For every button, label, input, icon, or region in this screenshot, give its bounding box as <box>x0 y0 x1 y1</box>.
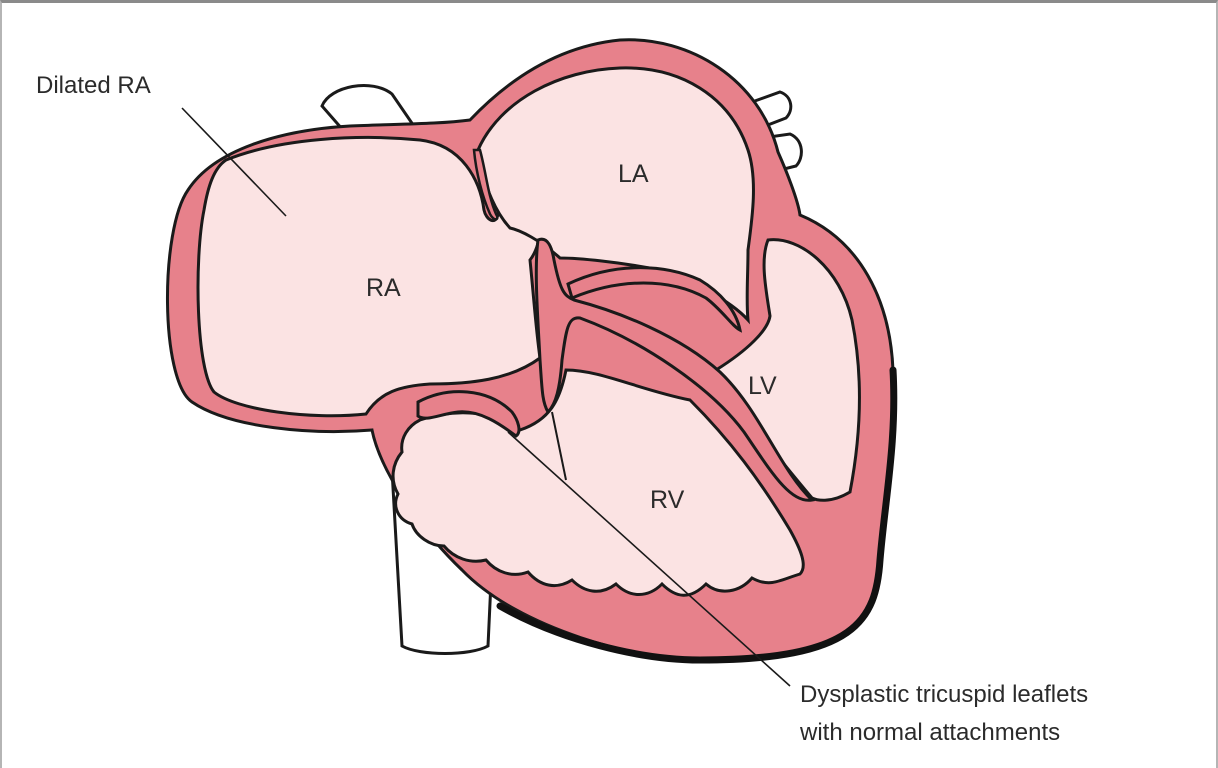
label-la: LA <box>618 160 649 188</box>
label-dysplastic-line1: Dysplastic tricuspid leaflets <box>800 681 1088 708</box>
label-dilated-ra: Dilated RA <box>36 72 151 99</box>
label-lv: LV <box>748 372 777 400</box>
label-rv: RV <box>650 486 685 514</box>
label-dysplastic-line2: with normal attachments <box>799 719 1060 746</box>
label-ra: RA <box>366 274 401 302</box>
